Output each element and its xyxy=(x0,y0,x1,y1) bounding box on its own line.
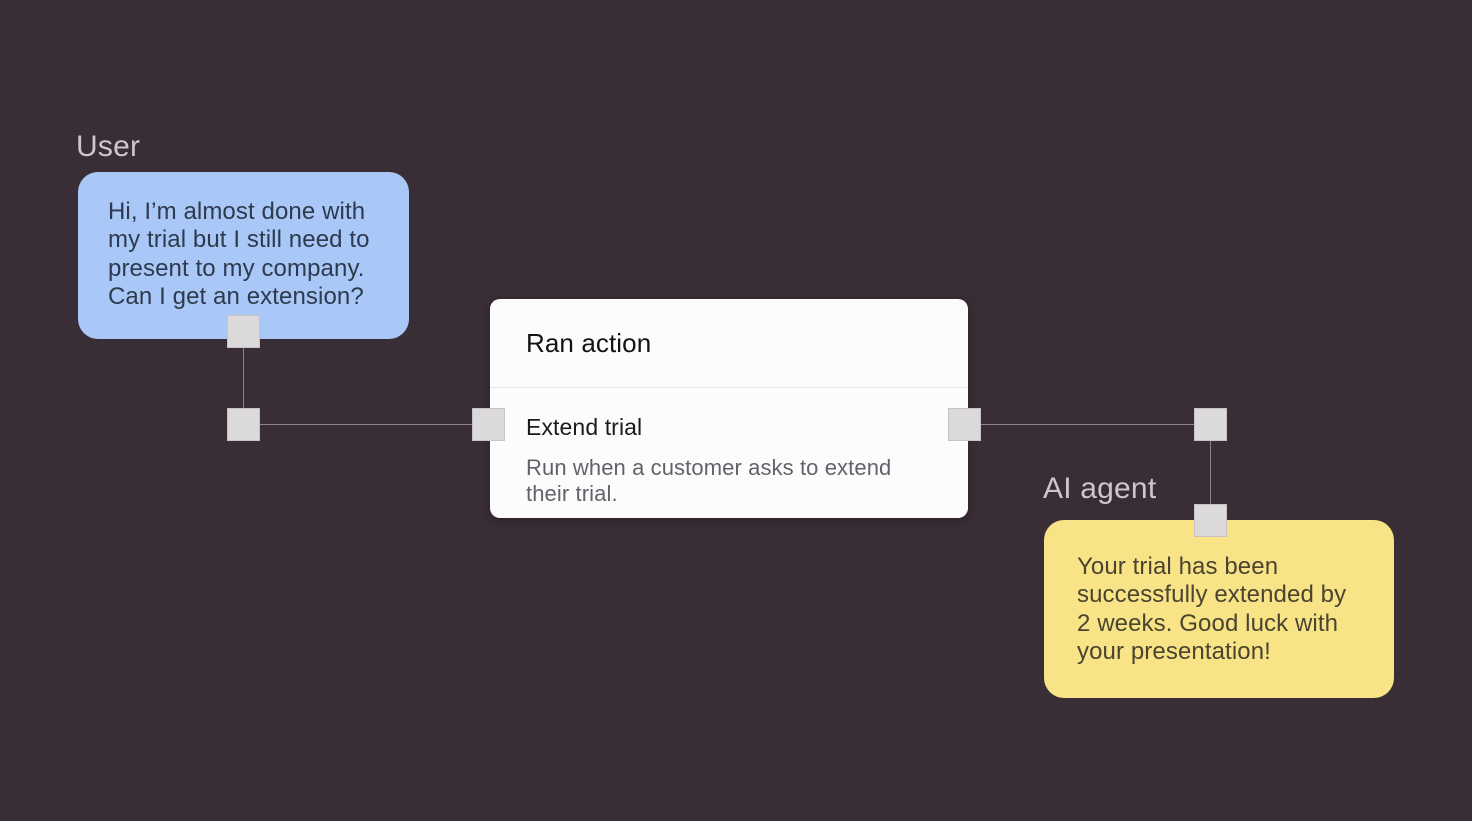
ran-action-card[interactable]: Ran action Extend trial Run when a custo… xyxy=(490,299,968,518)
node-agent-rail-junction[interactable] xyxy=(1194,408,1227,441)
edge-user-bubble-to-rail xyxy=(243,332,244,425)
edge-user-rail-to-card xyxy=(243,424,489,425)
node-agent-bubble-anchor[interactable] xyxy=(1194,504,1227,537)
user-message-bubble[interactable]: Hi, I’m almost done with my trial but I … xyxy=(78,172,409,340)
edge-card-to-agent-rail xyxy=(980,424,1211,425)
action-card-header-title: Ran action xyxy=(526,327,652,358)
node-user-rail-junction[interactable] xyxy=(227,408,260,441)
action-description: Run when a customer asks to extend their… xyxy=(526,455,892,506)
user-role-label: User xyxy=(76,130,141,163)
action-card-body: Extend trial Run when a customer asks to… xyxy=(490,388,968,507)
node-card-input-port[interactable] xyxy=(472,408,505,441)
agent-message-bubble[interactable]: Your trial has been successfully extende… xyxy=(1044,520,1394,699)
action-name: Extend trial xyxy=(526,414,643,440)
node-card-output-port[interactable] xyxy=(948,408,981,441)
edge-agent-rail-to-bubble xyxy=(1210,424,1211,521)
node-user-bubble-anchor[interactable] xyxy=(227,315,260,348)
action-card-header: Ran action xyxy=(490,299,968,388)
agent-role-label: AI agent xyxy=(1043,472,1157,505)
